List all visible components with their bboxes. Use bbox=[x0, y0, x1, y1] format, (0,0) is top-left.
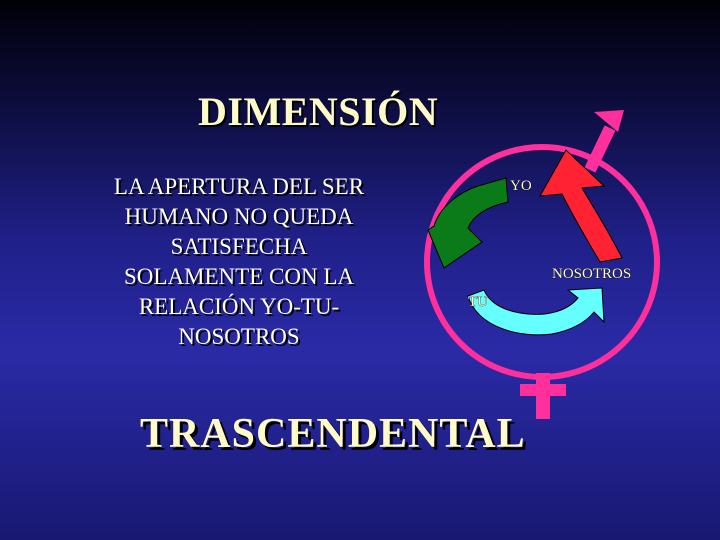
male-symbol bbox=[584, 110, 624, 173]
bottom-word: TRASCENDENTAL bbox=[140, 411, 526, 457]
nosotros-label: NOSOTROS bbox=[552, 266, 631, 282]
body-line: SATISFECHA bbox=[170, 234, 308, 259]
body-line: RELACIÓN YO-TU- bbox=[138, 294, 340, 319]
female-symbol bbox=[520, 373, 566, 419]
yo-arrow bbox=[539, 149, 623, 263]
yo-label: YO bbox=[510, 178, 532, 194]
slide-title: DIMENSIÓN bbox=[198, 89, 439, 134]
body-line: NOSOTROS bbox=[178, 324, 300, 349]
nosotros-arrow bbox=[467, 287, 605, 336]
body-line: SOLAMENTE CON LA bbox=[124, 264, 354, 289]
body-text: LA APERTURA DEL SER HUMANO NO QUEDA SATI… bbox=[64, 172, 414, 352]
tu-label: TU bbox=[468, 294, 488, 310]
body-line: HUMANO NO QUEDA bbox=[124, 204, 354, 229]
body-line: LA APERTURA DEL SER bbox=[113, 174, 365, 199]
tu-arrow bbox=[427, 177, 509, 269]
relationship-circle bbox=[424, 144, 660, 380]
